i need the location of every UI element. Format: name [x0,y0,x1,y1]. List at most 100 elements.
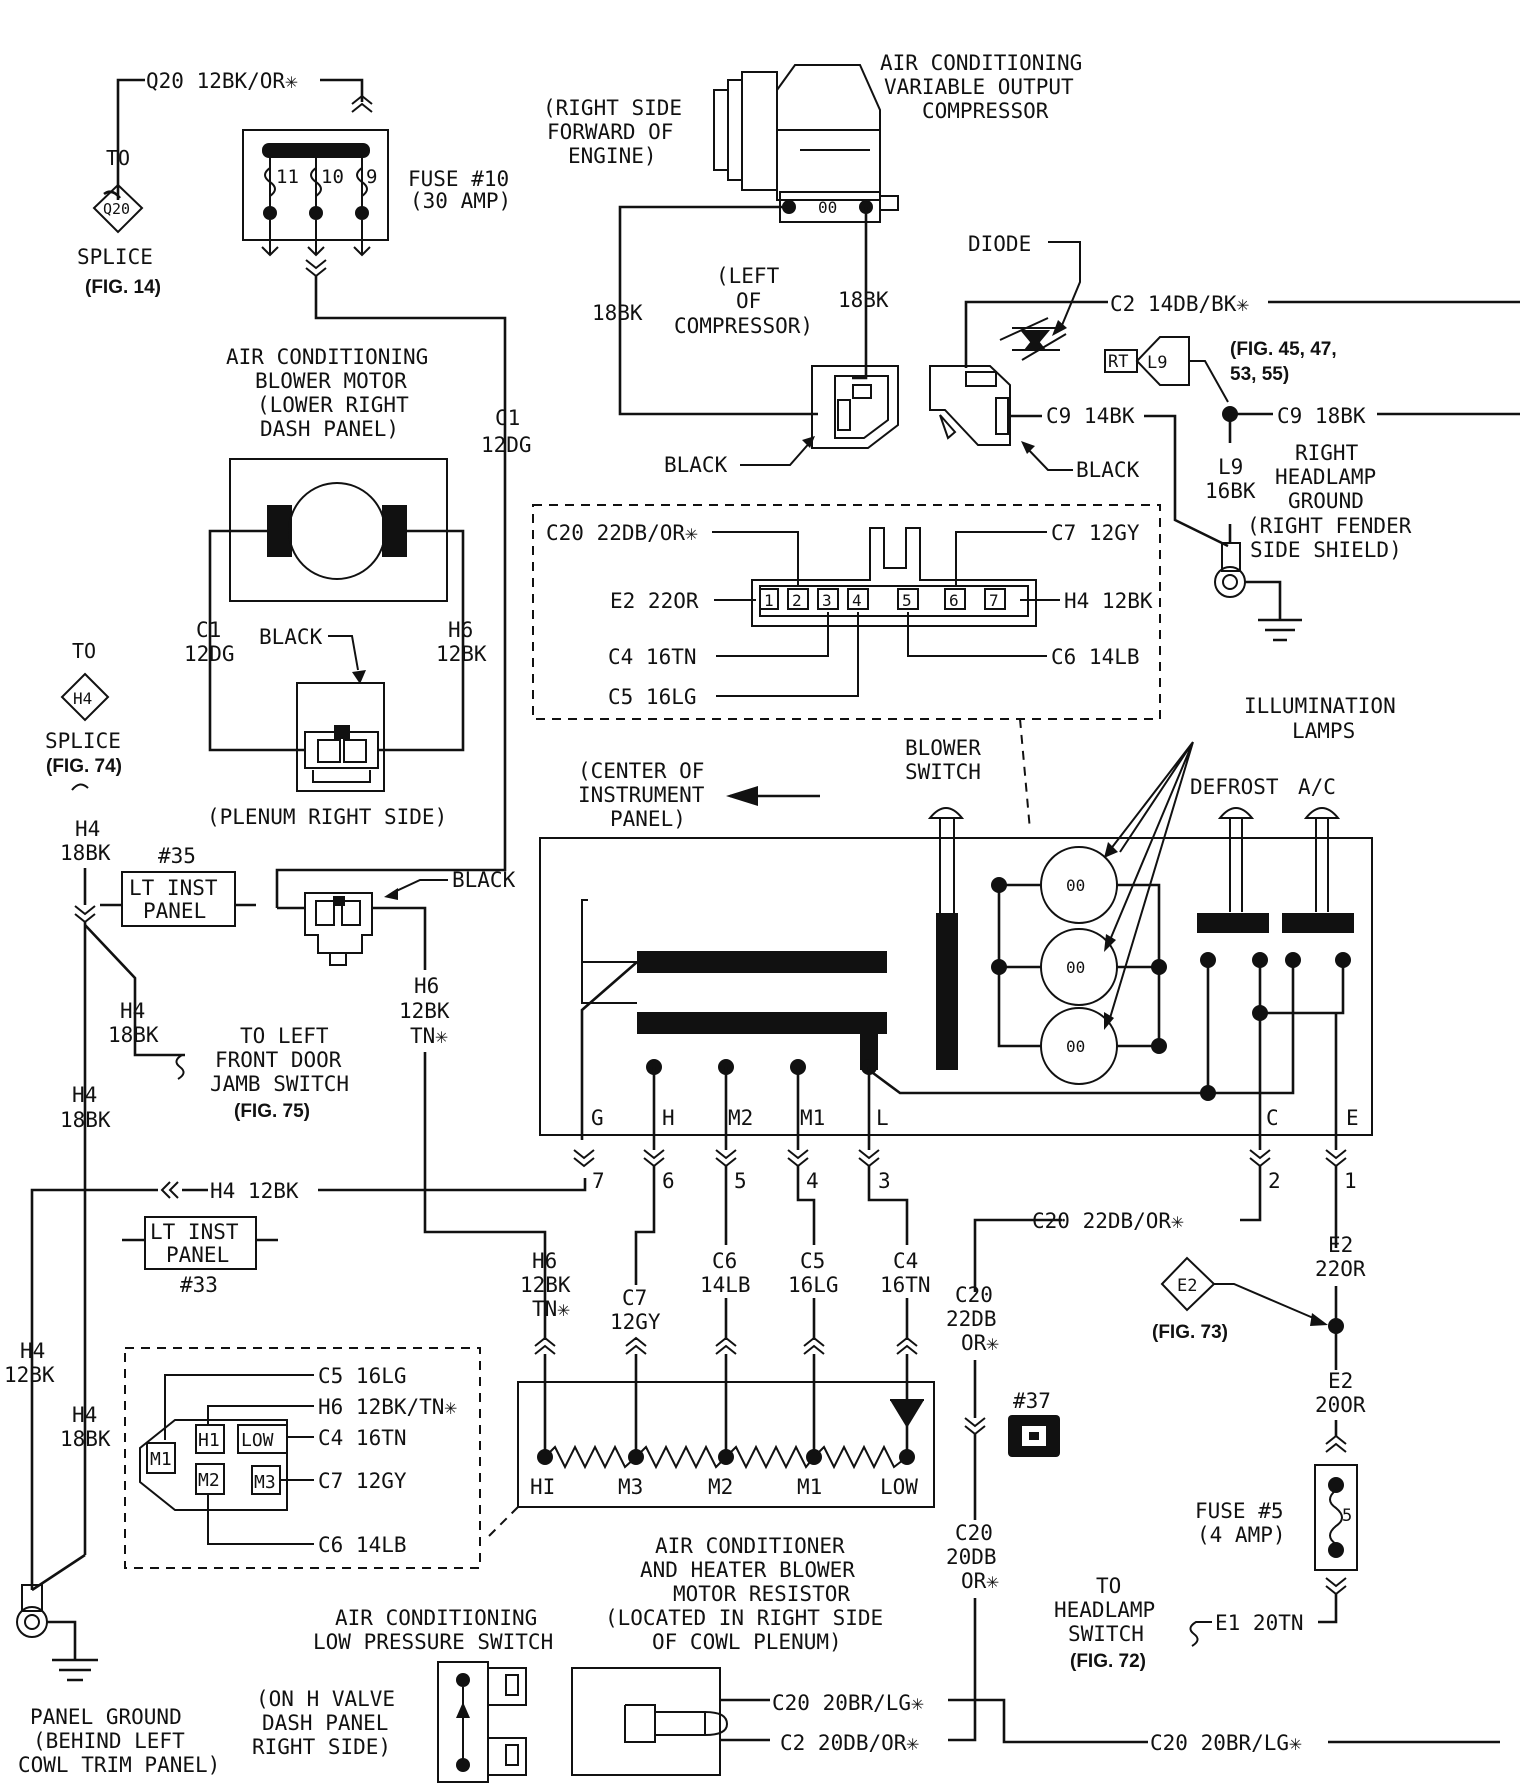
lps-title-1: AIR CONDITIONING [335,1606,537,1630]
resistor-title-1: AIR CONDITIONER [655,1534,845,1558]
hvalve-1: (ON H VALVE [256,1687,395,1711]
center-panel-2: INSTRUMENT [578,783,705,807]
res-c6-1: C6 [712,1249,737,1273]
blower-motor: AIR CONDITIONING BLOWER MOTOR (LOWER RIG… [184,345,487,829]
blower-motor-resistor: H6 12BK TN✳ C7 12GY C6 14LB C5 16LG C4 1… [484,1249,935,1654]
low-pressure-switch: AIR CONDITIONING LOW PRESSURE SWITCH (ON… [252,1606,1500,1783]
compressor-title-1: AIR CONDITIONING [880,51,1082,75]
term-m1: M1 [800,1106,825,1130]
wire-c20-22db-label: C20 22DB/OR✳ [1032,1209,1184,1233]
diode-black-label: BLACK [1076,458,1140,482]
lamp-1: 00 [1066,876,1085,895]
res-c4-1: C4 [893,1249,918,1273]
wire-c2-20db-label: C2 20DB/OR✳ [780,1731,919,1755]
inset-h6: H6 12BK/TN✳ [318,1395,457,1419]
wire-h4-5-color: 18BK [60,1427,111,1451]
to-headlamp-1: TO [1096,1574,1121,1598]
wire-c2-14db-label: C2 14DB/BK✳ [1110,292,1249,316]
ac-compressor: AIR CONDITIONING VARIABLE OUTPUT COMPRES… [543,51,1082,223]
wire-c20-22db-v-3: OR✳ [961,1331,999,1355]
conn-37-label: #37 [1013,1389,1051,1413]
term-l: L [876,1106,889,1130]
wire-h4-3-color: 18BK [60,1108,111,1132]
res-h6-2: 12BK [520,1273,571,1297]
wire-l9-color: 16BK [1205,479,1256,503]
wire-c1-color: 12DG [481,433,532,457]
term-c: C [1266,1106,1279,1130]
tap-low: LOW [880,1475,918,1499]
diode-assembly: DIODE C2 14DB/BK✳ C9 14BK BLACK RT L9 (F… [929,232,1520,642]
wire-h6-sw-1: H6 [414,974,439,998]
wire-c9-14bk-label: C9 14BK [1046,404,1135,428]
panel-ground-2: (BEHIND LEFT [33,1729,185,1753]
compressor-loc-3: ENGINE) [568,144,657,168]
svg-text:PANEL: PANEL [143,899,206,923]
svg-text:6: 6 [949,591,959,610]
wire-c9-18bk-label: C9 18BK [1277,404,1366,428]
blower-title-4: DASH PANEL) [260,417,399,441]
blower-title-2: BLOWER MOTOR [255,369,407,393]
wire-h4-4-label: H4 [20,1339,45,1363]
wire-h4-12bk-label: H4 12BK [210,1179,299,1203]
wire-h4-2-color: 18BK [108,1023,159,1047]
blower-connector-black: BLACK [452,868,516,892]
svg-text:4: 4 [852,591,862,610]
to-headlamp-2: HEADLAMP [1054,1598,1155,1622]
svg-text:PANEL: PANEL [166,1243,229,1267]
wire-c20-20db-1: C20 [955,1521,993,1545]
center-panel-3: PANEL) [610,807,686,831]
svg-text:LT INST: LT INST [129,876,218,900]
svg-text:L9: L9 [1147,353,1167,373]
fuse-11-num: 11 [276,166,299,188]
splice-label: SPLICE [77,245,153,269]
door-switch-3: JAMB SWITCH [210,1072,349,1096]
inset-c6: C6 14LB [318,1533,407,1557]
blower-switch-panel: (CENTER OF INSTRUMENT PANEL) BLOWER SWIT… [539,694,1396,1193]
fig-74-ref: (FIG. 74) [46,756,122,777]
res-c6-2: 14LB [700,1273,751,1297]
plenum-label: (PLENUM RIGHT SIDE) [207,805,447,829]
wire-e2-22or-1: E2 [1328,1233,1353,1257]
defrost-label: DEFROST [1190,775,1279,799]
fuse-5-box [1314,1464,1358,1571]
ground-rh-4: (RIGHT FENDER [1247,514,1412,538]
wire-c1-motor-label: C1 [196,618,221,642]
conn-c6-label: C6 14LB [1051,645,1140,669]
wire-h6-motor-label: H6 [448,618,473,642]
compressor-loc-1: (RIGHT SIDE [543,96,682,120]
compressor-loc-2: FORWARD OF [547,120,673,144]
pin-3: 3 [878,1169,891,1193]
fig-14-ref: (FIG. 14) [85,277,161,298]
wire-c1-motor-color: 12DG [184,642,235,666]
fuse-5-label: FUSE #5 [1195,1499,1284,1523]
blower-black-label: BLACK [259,625,323,649]
term-h: H [662,1106,675,1130]
tap-m2: M2 [708,1475,733,1499]
lt-inst-panel-35 [121,871,236,927]
wire-h6-sw-2: 12BK [399,999,450,1023]
wire-e2-20or-2: 20OR [1315,1393,1366,1417]
wire-c20-22db-v-2: 22DB [946,1307,997,1331]
res-c7-2: 12GY [610,1310,661,1334]
svg-text:5: 5 [1342,1506,1352,1526]
fig-73-ref: (FIG. 73) [1152,1322,1228,1343]
svg-text:LOW: LOW [241,1430,274,1451]
fuse-10-num: 10 [321,166,344,188]
left-of-compressor-3: COMPRESSOR) [674,314,813,338]
left-splice-area: TO H4 SPLICE (FIG. 74) H4 18BK #35 LT IN… [4,639,587,1777]
fig-53-ref: 53, 55) [1230,364,1289,385]
compressor-black-label: BLACK [664,453,728,477]
wire-c20-20br-2-label: C20 20BR/LG✳ [1150,1731,1302,1755]
svg-text:RT: RT [1108,352,1128,372]
ground-rh-2: HEADLAMP [1275,465,1376,489]
illum-lamps-1: ILLUMINATION [1244,694,1396,718]
door-switch-2: FRONT DOOR [215,1048,342,1072]
wire-e2-20or-1: E2 [1328,1369,1353,1393]
lps-title-2: LOW PRESSURE SWITCH [313,1630,553,1654]
lt-inst-panel-33 [144,1216,257,1270]
switch-connector-view: C20 22DB/OR✳ C7 12GY E2 22OR H4 12BK 1 2… [532,504,1161,831]
conn-h4-label: H4 12BK [1064,589,1153,613]
wire-q20-label: Q20 12BK/OR✳ [146,69,298,93]
conn-c7-label: C7 12GY [1051,521,1140,545]
pin-5: 5 [734,1169,747,1193]
